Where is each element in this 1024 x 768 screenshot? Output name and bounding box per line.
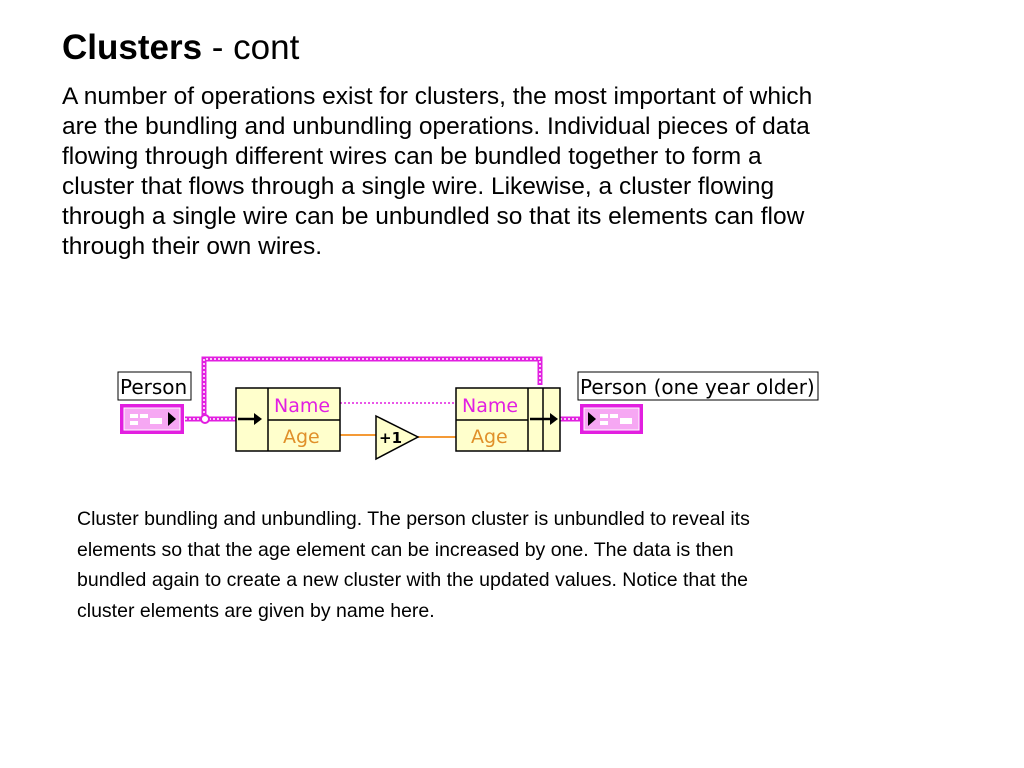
intro-line: through their own wires. [62,233,323,260]
unbundle-field-age: Age [283,426,320,448]
intro-line: are the bundling and unbundling operatio… [62,113,810,140]
bundle-field-name: Name [462,395,518,417]
unbundle-by-name-node[interactable]: Name Age [235,387,341,452]
increment-node[interactable]: +1 [375,414,420,461]
intro-line: through a single wire can be unbundled s… [62,203,805,230]
intro-line: cluster that flows through a single wire… [62,173,775,200]
caption-line: Cluster bundling and unbundling. The per… [77,508,750,530]
unbundle-field-name: Name [274,395,330,417]
slide-title: Clusters - cont [62,26,299,70]
intro-line: flowing through different wires can be b… [62,143,762,170]
bundle-by-name-node[interactable]: Name Age [455,387,561,452]
title-main: Clusters [62,28,203,67]
figure-caption: Cluster bundling and unbundling. The per… [77,504,957,626]
person-input-label: Person [120,375,187,399]
caption-line: bundled again to create a new cluster wi… [77,569,749,591]
person-input-terminal[interactable]: Person [117,371,192,434]
person-output-terminal[interactable]: Person (one year older) [577,371,819,434]
caption-line: cluster elements are given by name here. [77,599,435,622]
cluster-wire-bypass [201,356,543,421]
intro-line: A number of operations exist for cluster… [62,83,813,110]
bundle-field-age: Age [471,426,508,448]
title-suffix: - cont [202,28,300,67]
increment-label: +1 [379,429,402,447]
caption-line: elements so that the age element can be … [77,538,734,561]
person-output-label: Person (one year older) [580,375,815,399]
cluster-wire-input [185,414,236,424]
intro-paragraph: A number of operations exist for cluster… [62,82,992,262]
